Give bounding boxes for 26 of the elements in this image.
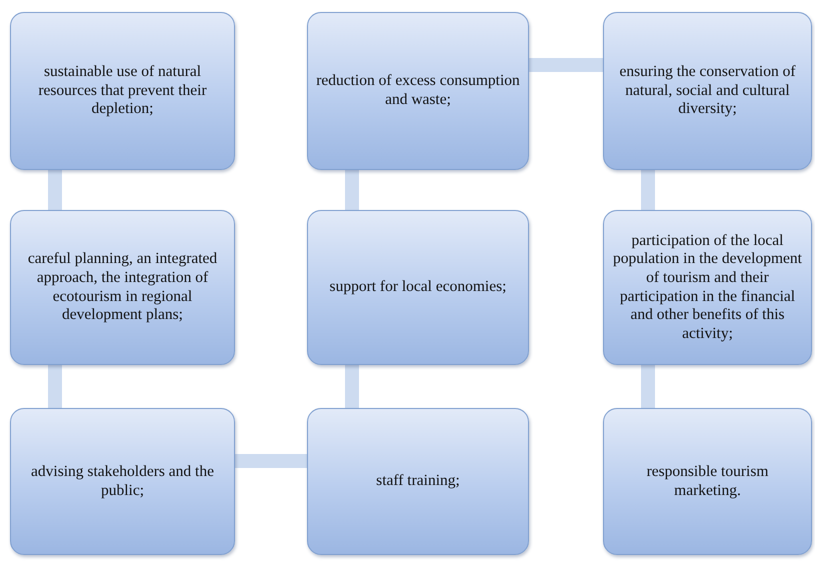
text-box <box>10 210 235 365</box>
box-text: staff training; <box>376 472 460 491</box>
connector-bar <box>48 170 62 210</box>
connector-bar <box>529 58 603 72</box>
box-text: advising stakeholders and the public; <box>30 462 215 500</box>
box-text: sustainable use of natural resources that prevent their depletion; <box>37 63 208 119</box>
box-text: reduction of excess consumption and waste; <box>316 72 520 110</box>
text-box <box>307 12 529 170</box>
text-box <box>10 12 235 170</box>
box-text: support for local economies; <box>330 278 506 297</box>
connector-bar <box>641 365 655 408</box>
box-text: participation of the local population in the development of tourism and their participation in the financial and other benefits of this activity; <box>612 232 803 344</box>
text-box <box>10 408 235 555</box>
connector-bar <box>345 170 359 210</box>
connector-bar <box>48 365 62 408</box>
text-box <box>307 408 529 555</box>
text-box <box>603 12 812 170</box>
text-box <box>603 408 812 555</box>
connector-bar <box>235 454 307 468</box>
text-box <box>307 210 529 365</box>
connector-bar <box>641 170 655 210</box>
text-box <box>603 210 812 365</box>
box-text: careful planning, an integrated approach, the integration of ecotourism in regional development plans; <box>26 250 218 325</box>
connector-bar <box>345 365 359 408</box>
box-text: responsible tourism marketing. <box>646 462 770 500</box>
box-text: ensuring the conservation of natural, social and cultural diversity; <box>618 63 797 119</box>
